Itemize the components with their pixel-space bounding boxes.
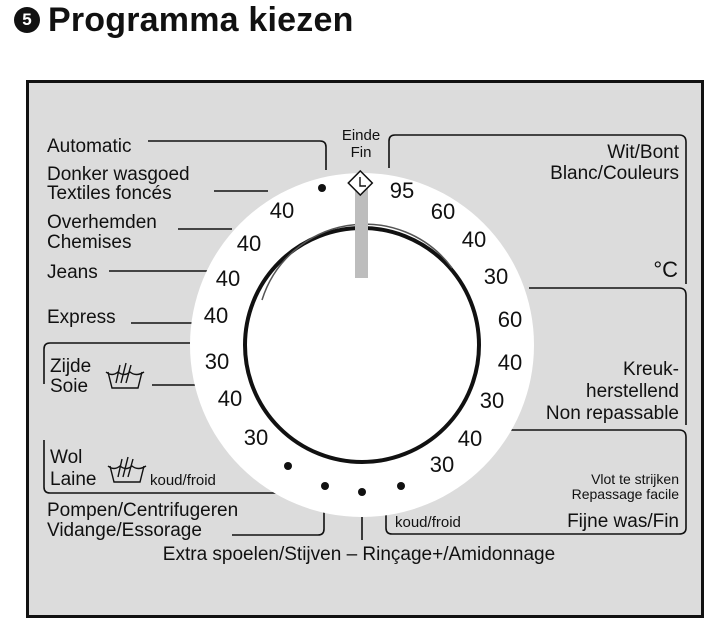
dial-temp: 40 xyxy=(462,227,486,252)
page-heading: 5 Programma kiezen xyxy=(14,0,354,40)
program-wool-label-fr: Laine xyxy=(50,469,97,490)
dial-dots xyxy=(284,184,405,496)
program-easy-iron-label: Vlot te strijken xyxy=(591,471,679,487)
dial-temp: 40 xyxy=(458,426,482,451)
dial-temp: 30 xyxy=(244,425,268,450)
wool-cold-label: koud/froid xyxy=(150,472,216,489)
program-automatic-label: Automatic xyxy=(47,136,131,157)
dial-temp: 30 xyxy=(430,452,454,477)
program-crease-label-fr: Non repassable xyxy=(546,403,679,424)
dial-temp: 40 xyxy=(218,386,242,411)
end-label: Fin xyxy=(351,144,372,161)
page-title: Programma kiezen xyxy=(48,0,354,39)
program-jeans-label: Jeans xyxy=(47,262,98,283)
dial-temp: 30 xyxy=(480,388,504,413)
program-silk-label: Zijde xyxy=(50,356,91,377)
program-white-label-fr: Blanc/Couleurs xyxy=(550,163,679,184)
program-crease-label-2: herstellend xyxy=(586,381,679,402)
program-dial[interactable] xyxy=(190,169,534,517)
program-dark-label-fr: Textiles foncés xyxy=(47,183,172,204)
program-easy-iron-label-fr: Repassage facile xyxy=(572,486,680,502)
dial-temp: 30 xyxy=(484,264,508,289)
program-pump-label-fr: Vidange/Essorage xyxy=(47,520,202,541)
program-dark-label: Donker wasgoed xyxy=(47,164,190,185)
dial-dot xyxy=(397,482,405,490)
step-number-badge: 5 xyxy=(14,7,40,33)
dial-temp: 95 xyxy=(390,178,414,203)
program-shirts-label: Overhemden xyxy=(47,212,157,233)
dial-temp: 30 xyxy=(205,349,229,374)
hand-wash-icon xyxy=(107,456,147,483)
leader-lines xyxy=(43,134,687,540)
dial-dot xyxy=(321,482,329,490)
program-crease-label: Kreuk- xyxy=(623,359,679,380)
program-rinse-label: Extra spoelen/Stijven – Rinçage+/Amidonn… xyxy=(163,544,555,565)
dial-temp: 60 xyxy=(498,307,522,332)
program-wool-label: Wol xyxy=(50,447,82,468)
dial-dot xyxy=(284,462,292,470)
knob-highlight-arc xyxy=(261,223,453,301)
hand-wash-icon xyxy=(105,362,145,389)
program-shirts-label-fr: Chemises xyxy=(47,232,131,253)
program-silk-label-fr: Soie xyxy=(50,376,88,397)
end-diamond-icon xyxy=(347,169,374,197)
dial-temp: 40 xyxy=(204,303,228,328)
program-delicate-label: Fijne was/Fin xyxy=(567,511,679,532)
dial-temp: 60 xyxy=(431,199,455,224)
dial-dot xyxy=(358,488,366,496)
dial-temp: 40 xyxy=(216,266,240,291)
end-label: Einde xyxy=(342,127,380,144)
dial-temp: 40 xyxy=(498,350,522,375)
knob-pointer xyxy=(355,188,368,278)
program-express-label: Express xyxy=(47,307,116,328)
delicate-cold-label: koud/froid xyxy=(395,514,461,531)
program-white-label: Wit/Bont xyxy=(607,142,680,163)
celsius-label: °C xyxy=(653,257,678,282)
dial-dot xyxy=(318,184,326,192)
program-pump-label: Pompen/Centrifugeren xyxy=(47,500,238,521)
dial-temp: 40 xyxy=(270,198,294,223)
dial-temp: 40 xyxy=(237,231,261,256)
